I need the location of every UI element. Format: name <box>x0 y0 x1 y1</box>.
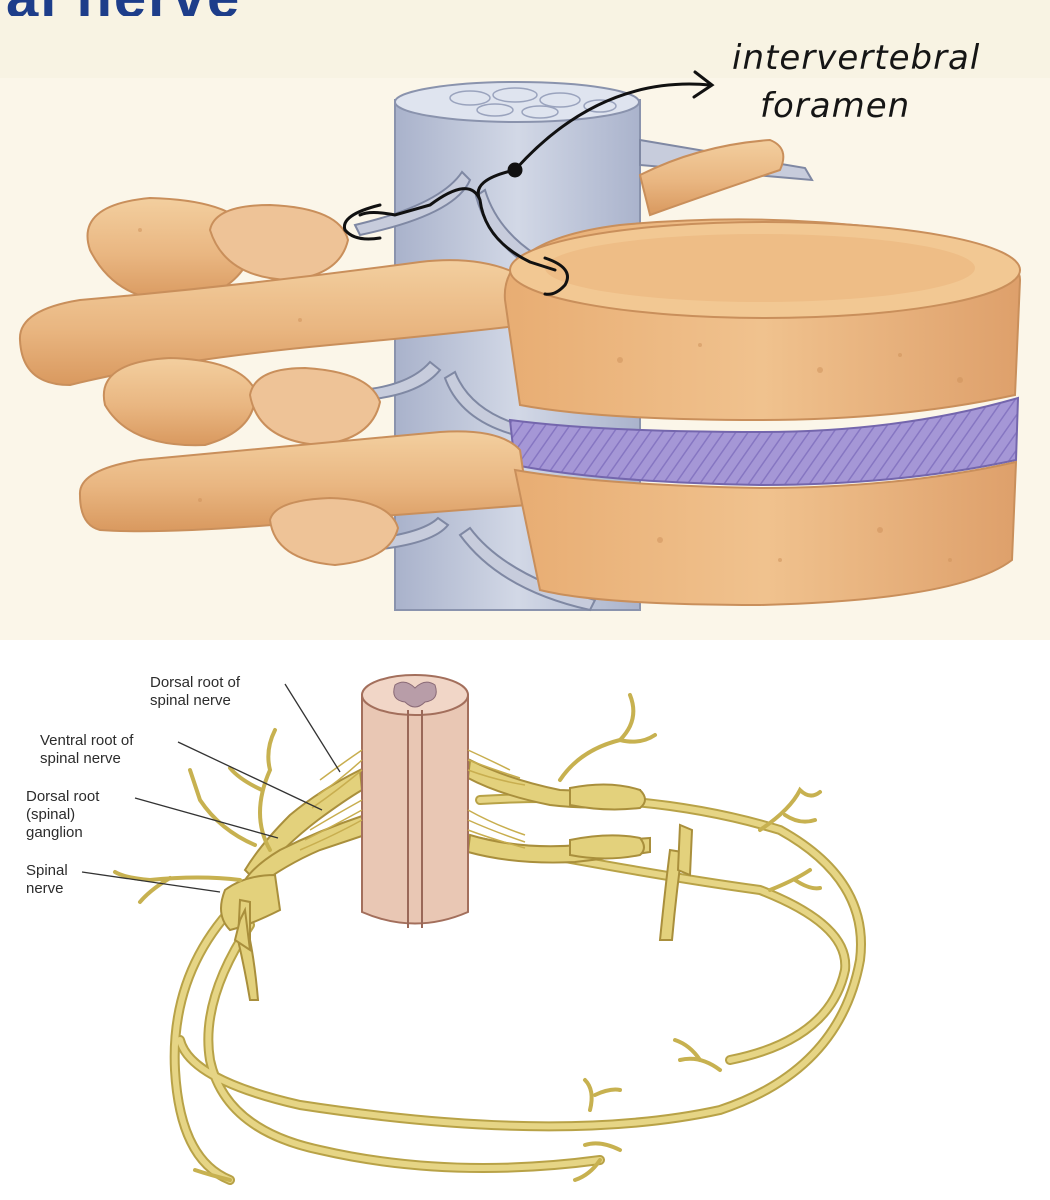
spinal-nerve-illustration: Dorsal root of spinal nerve Ventral root… <box>0 640 1050 1200</box>
lower-vertebra <box>78 356 1018 607</box>
heading-fragment: al nerve <box>0 0 460 16</box>
foramen-label-line1: intervertebral <box>732 38 981 78</box>
foramen-pointer <box>342 70 715 296</box>
spinal-cord-segment <box>361 674 469 928</box>
spinal-nerve-drawing <box>113 674 866 1185</box>
nerve-branches <box>113 693 822 1182</box>
vertebrae-drawing <box>18 70 1022 612</box>
label-spinal-nerve: Spinal nerve <box>26 862 68 897</box>
title-band: al nerve <box>0 0 1050 78</box>
intervertebral-disc <box>508 396 1020 487</box>
foramen-label-line2: foramen <box>760 86 911 126</box>
label-ventral-root: Ventral root of spinal nerve <box>40 732 134 767</box>
label-dorsal-root: Dorsal root of spinal nerve <box>150 674 241 709</box>
label-ganglion: Dorsal root (spinal) ganglion <box>26 788 100 841</box>
rootlets <box>299 749 526 851</box>
vertebral-column-illustration: al nerve <box>0 0 1050 640</box>
label-leader-lines <box>81 683 341 893</box>
upper-vertebra <box>18 138 1022 422</box>
bone-texture <box>138 228 963 562</box>
